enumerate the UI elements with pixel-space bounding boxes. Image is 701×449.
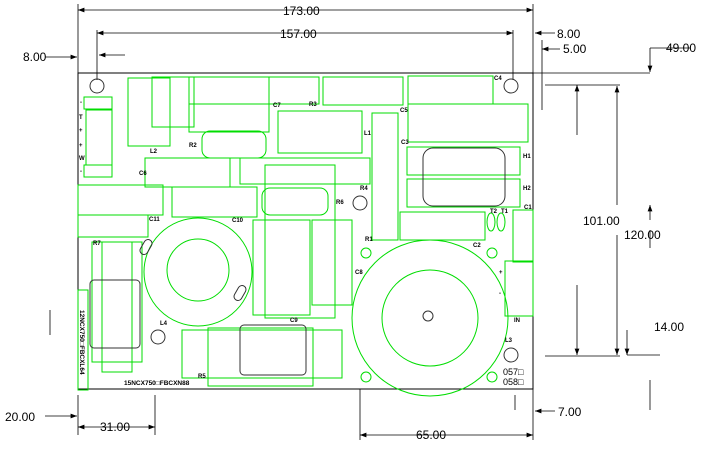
label-L3: L3 [505,338,513,344]
pin-plus: + [79,128,83,134]
label-L2: L2 [150,149,158,155]
label-C1: C1 [524,205,532,211]
dim-101: 101.00 [583,214,620,228]
pin-T: T [79,115,83,121]
dimension-labels: 173.00 157.00 8.00 8.00 5.00 49.00 101.0… [5,4,696,442]
mounting-holes [89,78,519,363]
label-C10: C10 [232,218,244,224]
label-C5: C5 [400,108,408,114]
component-labels: L2 R2 C7 R3 C6 C11 C10 R6 R7 L4 C9 R5 C4… [93,76,532,380]
label-C9: C9 [290,318,298,324]
dim-65: 65.00 [416,428,446,442]
pin-labels: - T + + W - + - [79,100,503,297]
transformers [89,147,506,376]
label-C11: C11 [149,217,160,223]
label-IN: IN [514,318,520,324]
pin-plus-2: + [79,143,83,149]
dim-7: 7.00 [558,405,582,419]
dim-20: 20.00 [5,410,35,424]
dim-31: 31.00 [100,420,130,434]
label-T1: T1 [501,209,509,215]
label-R6: R6 [336,200,344,206]
label-T2: T2 [490,209,498,215]
pin-minus-2: - [80,169,82,175]
label-C3: C3 [401,140,409,146]
label-R4: R4 [360,186,368,192]
label-R5: R5 [198,374,206,380]
dim-157: 157.00 [280,27,317,41]
dimension-lines [45,4,690,440]
dim-8-right: 8.00 [557,27,581,41]
label-H2: H2 [523,186,531,192]
input-minus: - [499,291,501,297]
dim-173: 173.00 [283,4,320,18]
dim-120: 120.00 [624,228,661,242]
code-058: 058□ [503,377,524,387]
label-H1: H1 [523,154,531,160]
dim-8-left: 8.00 [23,50,47,64]
label-R7: R7 [93,241,101,247]
code-057: 057□ [503,367,524,377]
bottom-code: 15NCX750□FBCXN88 [124,380,190,387]
label-L1: L1 [364,131,372,137]
label-C8: C8 [355,270,363,276]
dim-5: 5.00 [563,42,587,56]
input-plus: + [499,270,503,276]
markings: 12NCX750□FBCXL64 15NCX750□FBCXN88 057□ 0… [78,310,524,387]
vertical-code: 12NCX750□FBCXL64 [78,310,85,375]
dim-14: 14.00 [654,320,684,334]
pin-minus: - [80,100,82,106]
label-R3: R3 [309,102,317,108]
label-R2: R2 [189,143,197,149]
label-C6: C6 [139,171,147,177]
label-C7: C7 [273,103,281,109]
label-C4: C4 [494,76,502,82]
component-outlines [77,75,534,397]
dim-49: 49.00 [666,41,696,55]
label-R1: R1 [365,237,373,243]
pin-W: W [79,156,85,162]
label-C2: C2 [473,243,481,249]
label-L4: L4 [160,321,168,327]
